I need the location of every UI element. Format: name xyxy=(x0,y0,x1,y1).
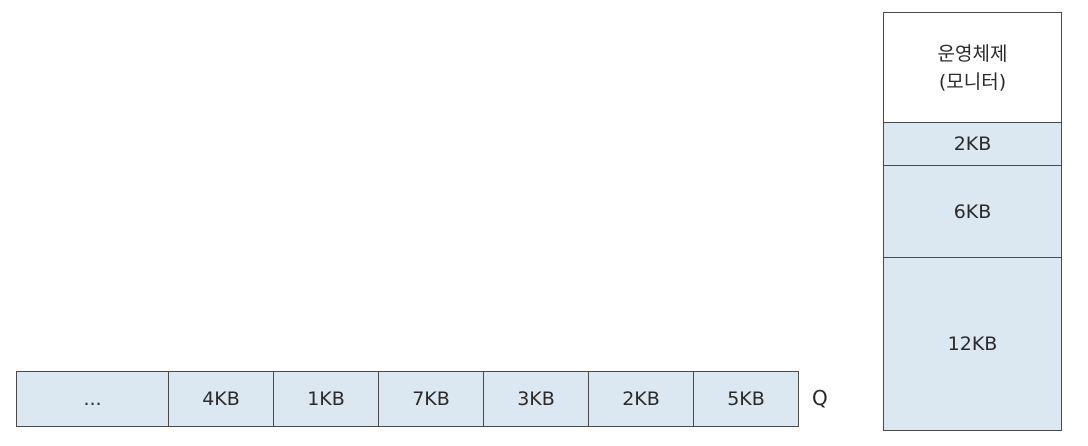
queue-cell: 5KB xyxy=(693,372,798,426)
memory-partition-2kb: 2KB xyxy=(884,122,1061,165)
os-label: 운영체제 xyxy=(937,42,1008,65)
queue-cell: 4KB xyxy=(168,372,273,426)
queue-cell: 1KB xyxy=(273,372,378,426)
queue-cell: 3KB xyxy=(483,372,588,426)
memory-partition-6kb: 6KB xyxy=(884,165,1061,257)
memory-layout: 운영체제 (모니터) 2KB 6KB 12KB xyxy=(883,12,1062,431)
os-sublabel: (모니터) xyxy=(938,70,1007,93)
queue-cell-ellipsis: ... xyxy=(83,388,102,410)
queue-label: Q xyxy=(812,386,828,410)
memory-os-region: 운영체제 (모니터) xyxy=(884,13,1061,122)
job-queue: ... 4KB 1KB 7KB 3KB 2KB 5KB xyxy=(16,371,799,427)
queue-cell: 7KB xyxy=(378,372,483,426)
queue-cell: 2KB xyxy=(588,372,693,426)
memory-partition-12kb: 12KB xyxy=(884,257,1061,430)
